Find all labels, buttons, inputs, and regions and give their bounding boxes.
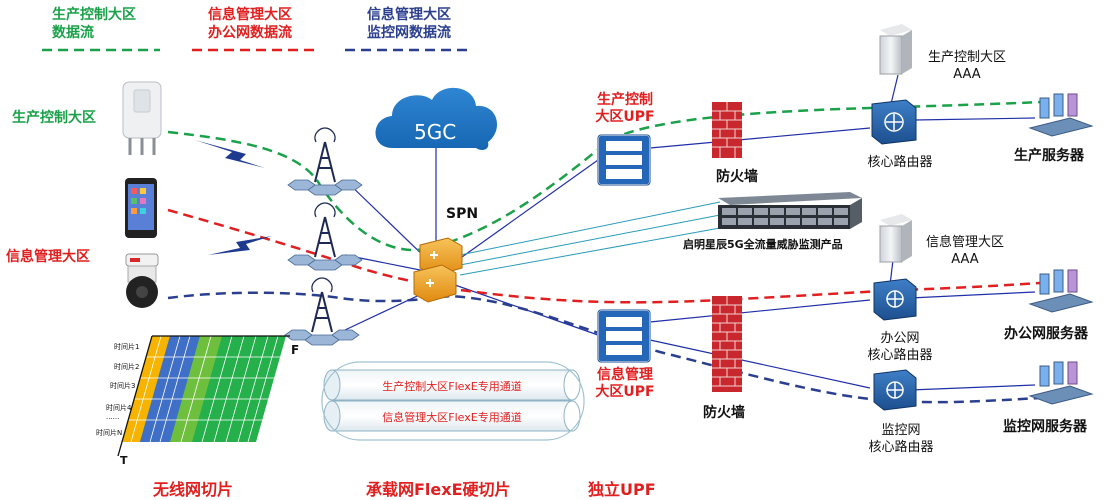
traffic-monitor-appliance-icon [718,192,862,229]
base-station-icon [287,127,363,196]
time-slice-label: 时间片2 [114,363,140,371]
time-slice-label: 时间片N [96,429,123,437]
cloud-5gc-icon [375,87,498,150]
office-router-icon [873,278,917,321]
server-cluster-icon [1028,361,1094,405]
wireless-signal-icon [208,236,272,255]
production-server-label: 生产服务器 [1014,148,1084,164]
monitor-router-icon [873,369,917,411]
firewall-label: 防火墙 [716,169,758,185]
wireless-slicing-caption: 无线网切片 [153,480,234,499]
flexe-channel-label: 信息管理大区FlexE专用通道 [382,411,522,424]
industrial-cpe-icon [122,81,162,155]
smartphone-icon [125,178,157,238]
monitor-router-label: 监控网核心路由器 [868,423,934,455]
server-cluster-icon [1028,93,1094,137]
zone-production-label: 生产控制大区 [12,110,96,126]
bearer-slicing-caption: 承载网FlexE硬切片 [366,480,511,499]
spn-label: SPN [446,206,479,222]
flexe-channel-label: 生产控制大区FlexE专用通道 [382,380,522,393]
threat-monitor-label: 启明星辰5G全流量威胁监测产品 [683,238,843,251]
office-router-label: 办公网核心路由器 [867,331,933,363]
frequency-axis-label: F [291,343,300,357]
independent-upf-caption: 独立UPF [588,480,656,499]
legend-office-label: 信息管理大区办公网数据流 [208,7,292,41]
wireless-signal-icon [195,140,265,168]
time-slice-label: 时间片1 [114,343,140,351]
base-station-icon [287,202,363,271]
upf-server-icon [597,309,651,363]
probe-mirror-links [459,201,721,276]
aaa-server-icon [879,214,912,263]
time-axis-label: T [120,454,128,467]
spn-router-icon [413,237,463,303]
core-router-icon [871,99,917,145]
upf-server-icon [597,134,651,186]
monitor-server-label: 监控网服务器 [1003,419,1087,435]
flexe-tubes [321,361,585,441]
dome-camera-icon [125,253,159,308]
office-server-label: 办公网服务器 [1004,326,1088,342]
zone-info-label: 信息管理大区 [6,249,90,265]
time-slice-label: 时间片4 [106,404,132,412]
base-station-icon [284,277,360,346]
server-cluster-icon [1028,269,1094,313]
core-5gc-label: 5GC [414,120,457,144]
aaa-server-icon [879,24,912,75]
firewall-icon [712,102,742,158]
time-frequency-slice-grid [117,335,290,457]
firewall-label: 防火墙 [703,405,745,421]
core-router-label: 核心路由器 [867,155,933,170]
firewall-icon [712,296,742,392]
time-slice-label: 时间片3 [110,382,136,390]
info-upf-label: 信息管理大区UPF [595,367,655,400]
legend-monitor-label: 信息管理大区监控网数据流 [367,7,451,41]
time-slice-label: ...... [106,413,120,421]
legend-production-label: 生产控制大区数据流 [52,7,136,41]
production-upf-label: 生产控制大区UPF [595,92,655,125]
